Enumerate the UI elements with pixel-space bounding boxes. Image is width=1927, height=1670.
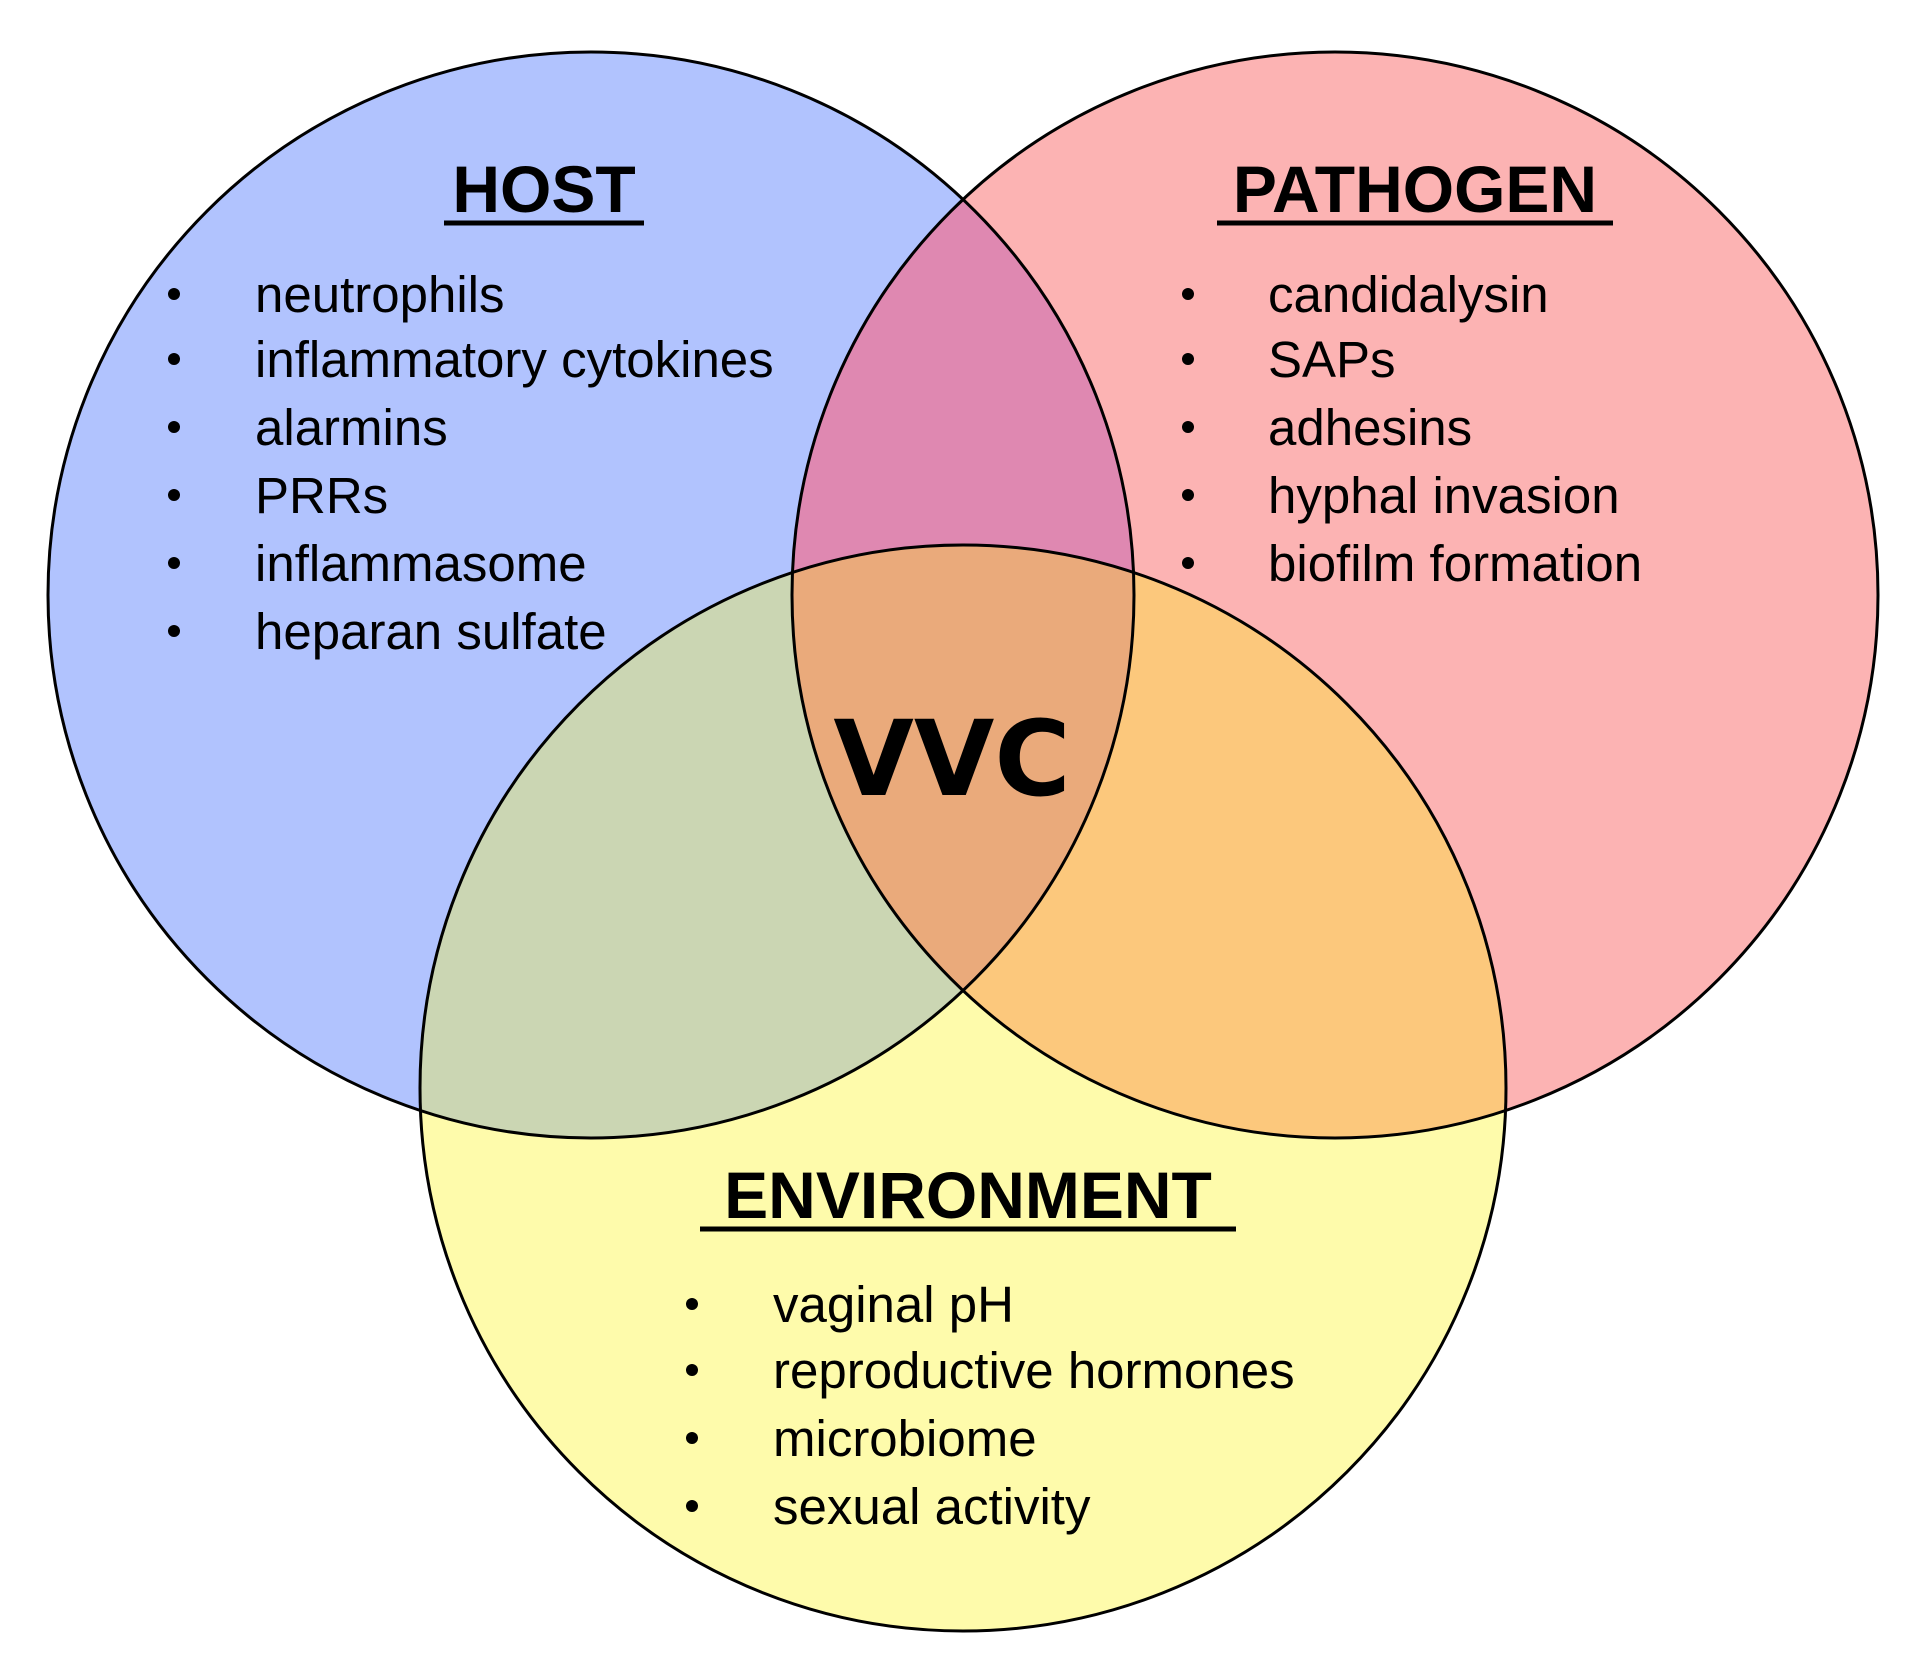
environment-item-microbiome: microbiome <box>773 1410 1037 1467</box>
host-item-inflammatory-cytokines: inflammatory cytokines <box>255 331 774 388</box>
center-label: VVC <box>833 698 1070 820</box>
bullet-icon <box>1182 353 1194 365</box>
host-item-alarmins: alarmins <box>255 399 448 456</box>
bullet-icon <box>1182 557 1194 569</box>
pathogen-item-saps: SAPs <box>1268 331 1396 388</box>
bullet-icon <box>686 1364 698 1376</box>
bullet-icon <box>686 1298 698 1310</box>
bullet-icon <box>686 1500 698 1512</box>
environment-item-vaginal-ph: vaginal pH <box>773 1276 1014 1333</box>
bullet-icon <box>168 421 180 433</box>
host-item-neutrophils: neutrophils <box>255 266 505 323</box>
environment-list: vaginal pH reproductive hormones microbi… <box>686 1276 1295 1535</box>
bullet-icon <box>168 557 180 569</box>
pathogen-circle-outline <box>790 50 1880 1140</box>
host-section: HOST neutrophils inflammatory cytokines … <box>168 152 774 660</box>
host-item-prrs: PRRs <box>255 467 388 524</box>
host-item-heparan-sulfate: heparan sulfate <box>255 603 607 660</box>
environment-item-reproductive-hormones: reproductive hormones <box>773 1342 1295 1399</box>
pathogen-item-biofilm-formation: biofilm formation <box>1268 535 1642 592</box>
bullet-icon <box>1182 288 1194 300</box>
environment-title: ENVIRONMENT <box>724 1158 1212 1232</box>
pathogen-list: candidalysin SAPs adhesins hyphal invasi… <box>1182 266 1642 592</box>
pathogen-item-adhesins: adhesins <box>1268 399 1472 456</box>
host-title: HOST <box>452 152 635 226</box>
environment-item-sexual-activity: sexual activity <box>773 1478 1091 1535</box>
environment-circle-outline <box>418 543 1508 1633</box>
host-list: neutrophils inflammatory cytokines alarm… <box>168 266 774 660</box>
environment-section: ENVIRONMENT vaginal pH reproductive horm… <box>686 1158 1295 1535</box>
pathogen-title: PATHOGEN <box>1233 152 1597 226</box>
host-item-inflammasome: inflammasome <box>255 535 587 592</box>
pathogen-section: PATHOGEN candidalysin SAPs adhesins hyph… <box>1182 152 1642 592</box>
pathogen-item-candidalysin: candidalysin <box>1268 266 1549 323</box>
host-circle-outline <box>46 50 1136 1140</box>
bullet-icon <box>168 288 180 300</box>
pathogen-item-hyphal-invasion: hyphal invasion <box>1268 467 1620 524</box>
bullet-icon <box>1182 489 1194 501</box>
bullet-icon <box>1182 421 1194 433</box>
bullet-icon <box>168 353 180 365</box>
bullet-icon <box>168 489 180 501</box>
bullet-icon <box>686 1432 698 1444</box>
bullet-icon <box>168 625 180 637</box>
